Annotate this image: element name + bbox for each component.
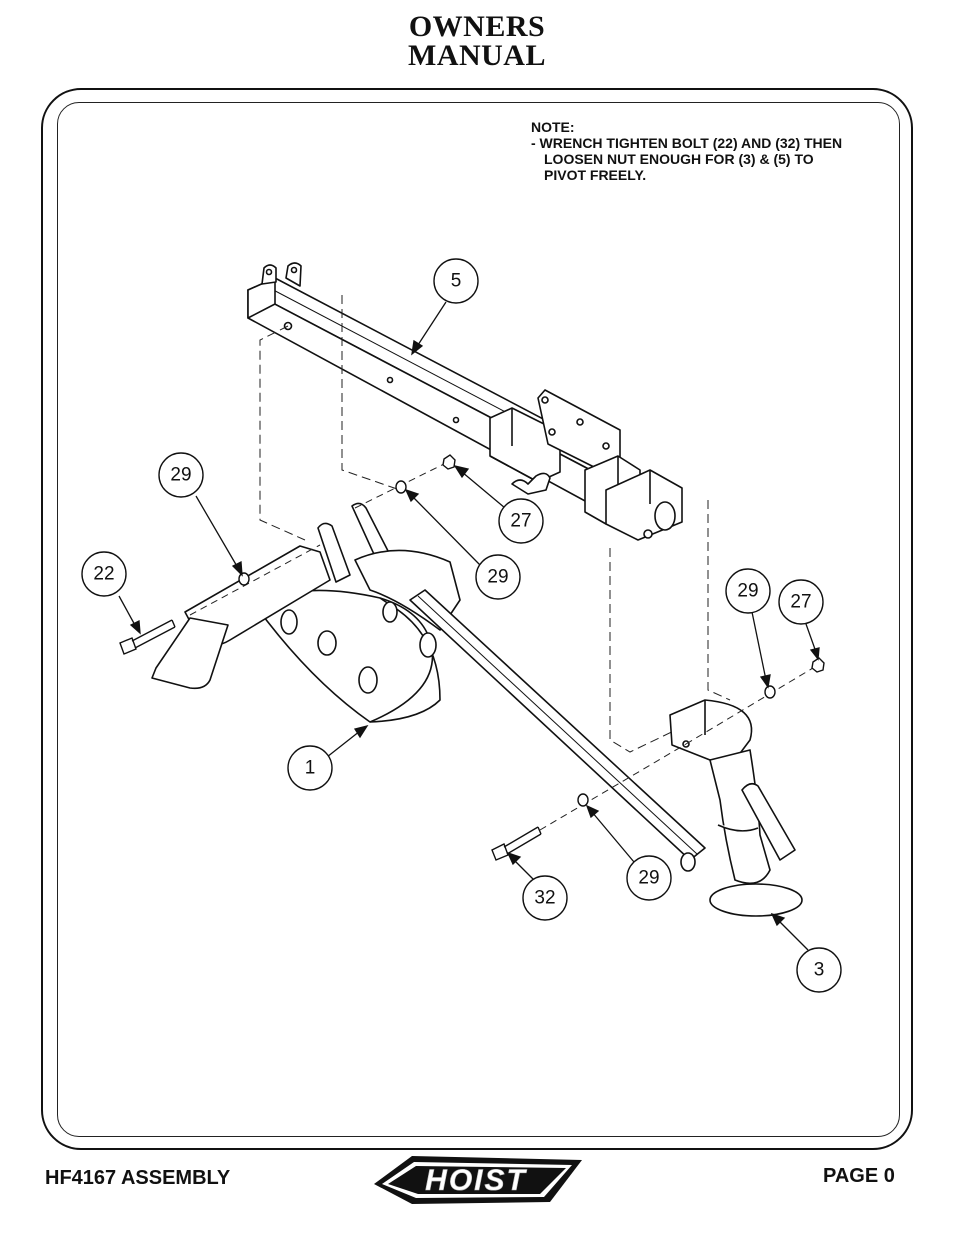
logo-wordmark: HOIST — [425, 1164, 527, 1197]
footer-model-label: HF4167 ASSEMBLY — [45, 1167, 231, 1189]
note-heading: NOTE: — [531, 119, 575, 135]
note-line-3: PIVOT FREELY. — [544, 167, 647, 183]
hoist-logo: HOIST — [374, 1156, 582, 1204]
callout-leaders — [118, 301, 820, 951]
projection-lines — [259, 295, 731, 753]
connector-tube — [409, 589, 706, 872]
part-3-footrest-bracket — [669, 699, 803, 917]
page-frame-inner — [57, 102, 900, 1137]
page-frame-outer — [41, 88, 913, 1150]
washer-29-center-icon — [395, 480, 407, 494]
nut-27-upper-icon — [442, 454, 456, 470]
washer-29-left-icon — [238, 572, 250, 586]
callout-29-right: 29 — [737, 581, 758, 602]
callout-3: 3 — [814, 960, 825, 981]
callout-5: 5 — [451, 271, 462, 292]
note-line-2: LOOSEN NUT ENOUGH FOR (3) & (5) TO — [544, 151, 814, 167]
callout-27-right: 27 — [790, 592, 811, 613]
part-5-frame-tube — [247, 262, 683, 541]
washer-29-right-icon — [764, 685, 776, 699]
title-line-manual: MANUAL — [408, 39, 546, 72]
washer-29-lower-icon — [577, 793, 589, 807]
callout-29-lower: 29 — [638, 868, 659, 889]
manual-title: OWNERS MANUAL — [0, 10, 954, 72]
callout-22: 22 — [93, 564, 114, 585]
callout-29-center: 29 — [487, 567, 508, 588]
callout-29-upper-left: 29 — [170, 465, 191, 486]
bolt-22-icon — [119, 619, 176, 655]
title-line-owners: OWNERS — [408, 10, 546, 43]
assembly-note: NOTE: - WRENCH TIGHTEN BOLT (22) AND (32… — [531, 119, 842, 183]
callout-1: 1 — [305, 758, 316, 779]
part-1-base-assembly — [151, 502, 461, 723]
hardware-parts — [119, 454, 825, 861]
callout-circles — [81, 258, 842, 993]
callout-32: 32 — [534, 888, 555, 909]
callout-labels: 5 29 22 27 29 1 29 27 32 29 3 — [93, 271, 824, 981]
footer-page-number: PAGE 0 — [823, 1165, 895, 1187]
note-line-1: - WRENCH TIGHTEN BOLT (22) AND (32) THEN — [531, 135, 843, 151]
callout-27-upper: 27 — [510, 511, 531, 532]
bolt-32-icon — [491, 826, 542, 861]
nut-27-right-icon — [811, 657, 825, 673]
